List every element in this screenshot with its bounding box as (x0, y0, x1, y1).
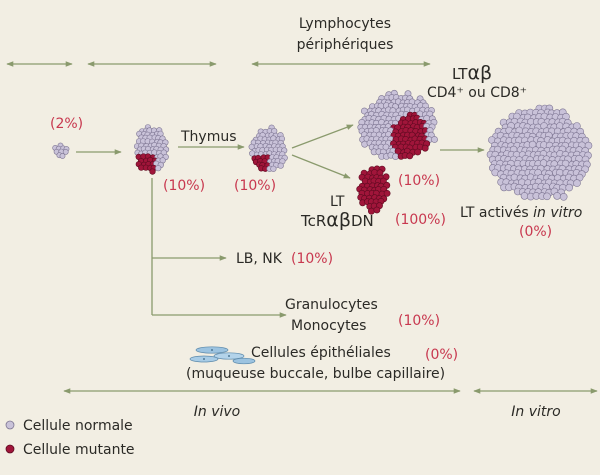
label-tcr-greek: αβ (326, 209, 351, 231)
epithelial-cells-icon (189, 346, 256, 365)
label-in-vivo: In vivo (194, 404, 240, 420)
normal-cell (270, 165, 277, 172)
label-lt-actives-text: LT activés (460, 205, 533, 221)
pct-stem: (2%) (50, 116, 83, 132)
legend: Cellule normale Cellule mutante (5, 418, 135, 458)
label-epith-line2: (muqueuse buccale, bulbe capillaire) (186, 366, 445, 382)
mutant-cell (373, 206, 381, 214)
normal-cell (59, 153, 66, 159)
mutant-cell (406, 152, 414, 160)
pct-granulocytes: (10%) (398, 313, 440, 329)
pct-lt-cd4-cd8: (10%) (398, 173, 440, 189)
label-lt: LT (330, 194, 345, 210)
cell-cluster-stem (52, 142, 70, 159)
pct-lt-activated: (0%) (519, 224, 552, 240)
legend-normal-icon (5, 420, 15, 430)
normal-cell (431, 136, 438, 143)
cell-cluster-thymus (248, 124, 288, 172)
label-lt-actives: LT activés in vitro (460, 205, 582, 221)
arrow-thymus-to-lt-dn (291, 154, 351, 179)
label-lt-ab-greek: αβ (467, 62, 492, 84)
normal-cell (155, 165, 162, 172)
label-tcr-suffix: DN (351, 212, 374, 230)
label-lt-actives-invitro: in vitro (533, 205, 582, 221)
pct-progenitor: (10%) (163, 178, 205, 194)
label-tcr-ab-dn: TcRαβDN (300, 209, 374, 231)
label-in-vitro: In vitro (511, 404, 560, 420)
mutant-cell (383, 189, 391, 197)
normal-cell (277, 162, 284, 169)
cell-cluster-progenitor (134, 124, 170, 175)
mutant-cell (149, 168, 156, 175)
cell-cluster-activated (486, 104, 593, 201)
label-lymphocytes: Lymphocytes (299, 16, 391, 32)
arrow-thymus-to-lt-cd4-cd8 (291, 124, 354, 149)
pct-lb-nk: (10%) (291, 251, 333, 267)
cell-cluster-lt-dn (356, 165, 391, 215)
normal-cell (62, 148, 69, 155)
pct-lt-dn: (100%) (395, 212, 446, 228)
legend-normal-label: Cellule normale (23, 418, 133, 434)
label-peripheriques: périphériques (297, 37, 394, 53)
label-lt-ab: LTαβ (452, 62, 492, 84)
normal-cell (392, 153, 399, 160)
pct-thymus: (10%) (234, 178, 276, 194)
normal-cell (520, 192, 529, 200)
normal-cell (553, 192, 561, 200)
label-lb-nk: LB, NK (236, 251, 283, 267)
legend-mutant-label: Cellule mutante (23, 442, 135, 458)
label-cd4-cd8: CD4⁺ ou CD8⁺ (427, 85, 527, 101)
normal-cell (565, 183, 574, 192)
normal-cell (559, 193, 568, 201)
pct-epithelial: (0%) (425, 347, 458, 363)
label-tcr-prefix: TcR (300, 212, 326, 230)
mutant-cell (421, 144, 429, 152)
label-lt-ab-prefix: LT (452, 65, 468, 83)
legend-mutant-icon (5, 444, 15, 454)
label-epith-line1: Cellules épithéliales (251, 345, 391, 361)
normal-cell (543, 192, 551, 201)
normal-cell (573, 179, 581, 187)
label-monocytes: Monocytes (291, 318, 366, 334)
label-granulocytes: Granulocytes (285, 297, 378, 313)
mutant-cell (414, 148, 422, 156)
label-thymus: Thymus (180, 129, 237, 145)
cell-cluster-lt-cd4-cd8 (357, 89, 438, 160)
